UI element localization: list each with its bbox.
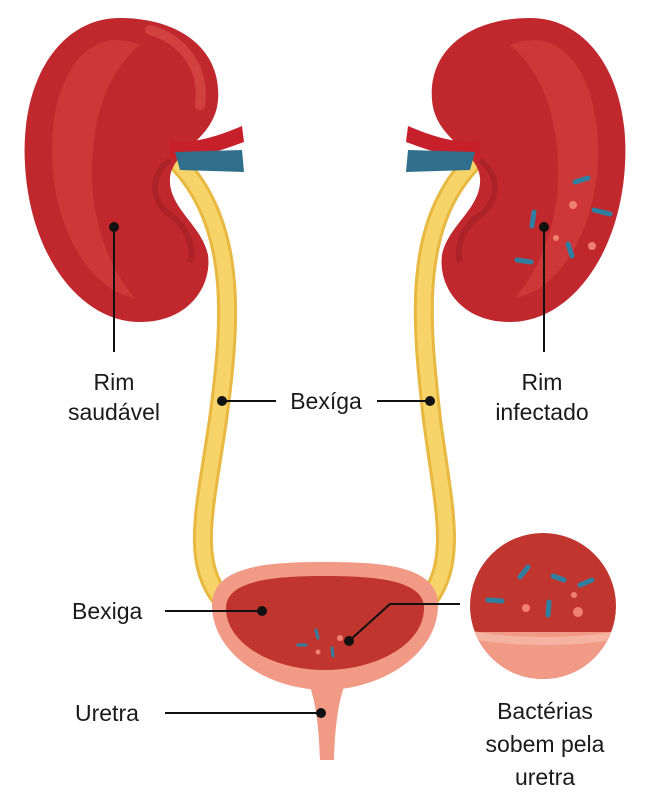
right-renal-artery (406, 126, 480, 159)
infected-kidney (431, 18, 626, 322)
dot-ureter-right (425, 396, 435, 406)
label-bacteria-line1: Bactérias (497, 698, 593, 724)
left-renal-artery (170, 126, 244, 159)
dot-magnifier (344, 636, 354, 646)
bladder (212, 562, 438, 690)
label-urethra: Uretra (75, 700, 139, 726)
label-healthy-kidney-line2: saudável (68, 399, 160, 425)
right-renal-vein (406, 150, 475, 172)
dot-healthy-kidney (109, 222, 119, 232)
kidney-bacteria (514, 175, 613, 265)
right-ureter-fill (416, 158, 477, 607)
label-bacteria-line3: uretra (515, 764, 575, 790)
dot-bladder (257, 606, 267, 616)
label-infected-kidney-line1: Rim (522, 369, 563, 395)
left-renal-vein (175, 150, 244, 172)
magnified-bladder-view (470, 533, 616, 679)
healthy-kidney (24, 18, 219, 322)
label-bacteria-line2: sobem pela (486, 731, 605, 757)
label-infected-kidney-line2: infectado (495, 399, 588, 425)
label-bladder: Bexiga (72, 598, 143, 624)
leader-magnifier (348, 603, 460, 642)
dot-urethra (316, 708, 326, 718)
label-healthy-kidney-line1: Rim (94, 369, 135, 395)
label-ureter: Bexíga (290, 388, 362, 414)
left-ureter-fill (173, 158, 235, 607)
dot-infected-kidney (539, 222, 549, 232)
dot-ureter-left (217, 396, 227, 406)
